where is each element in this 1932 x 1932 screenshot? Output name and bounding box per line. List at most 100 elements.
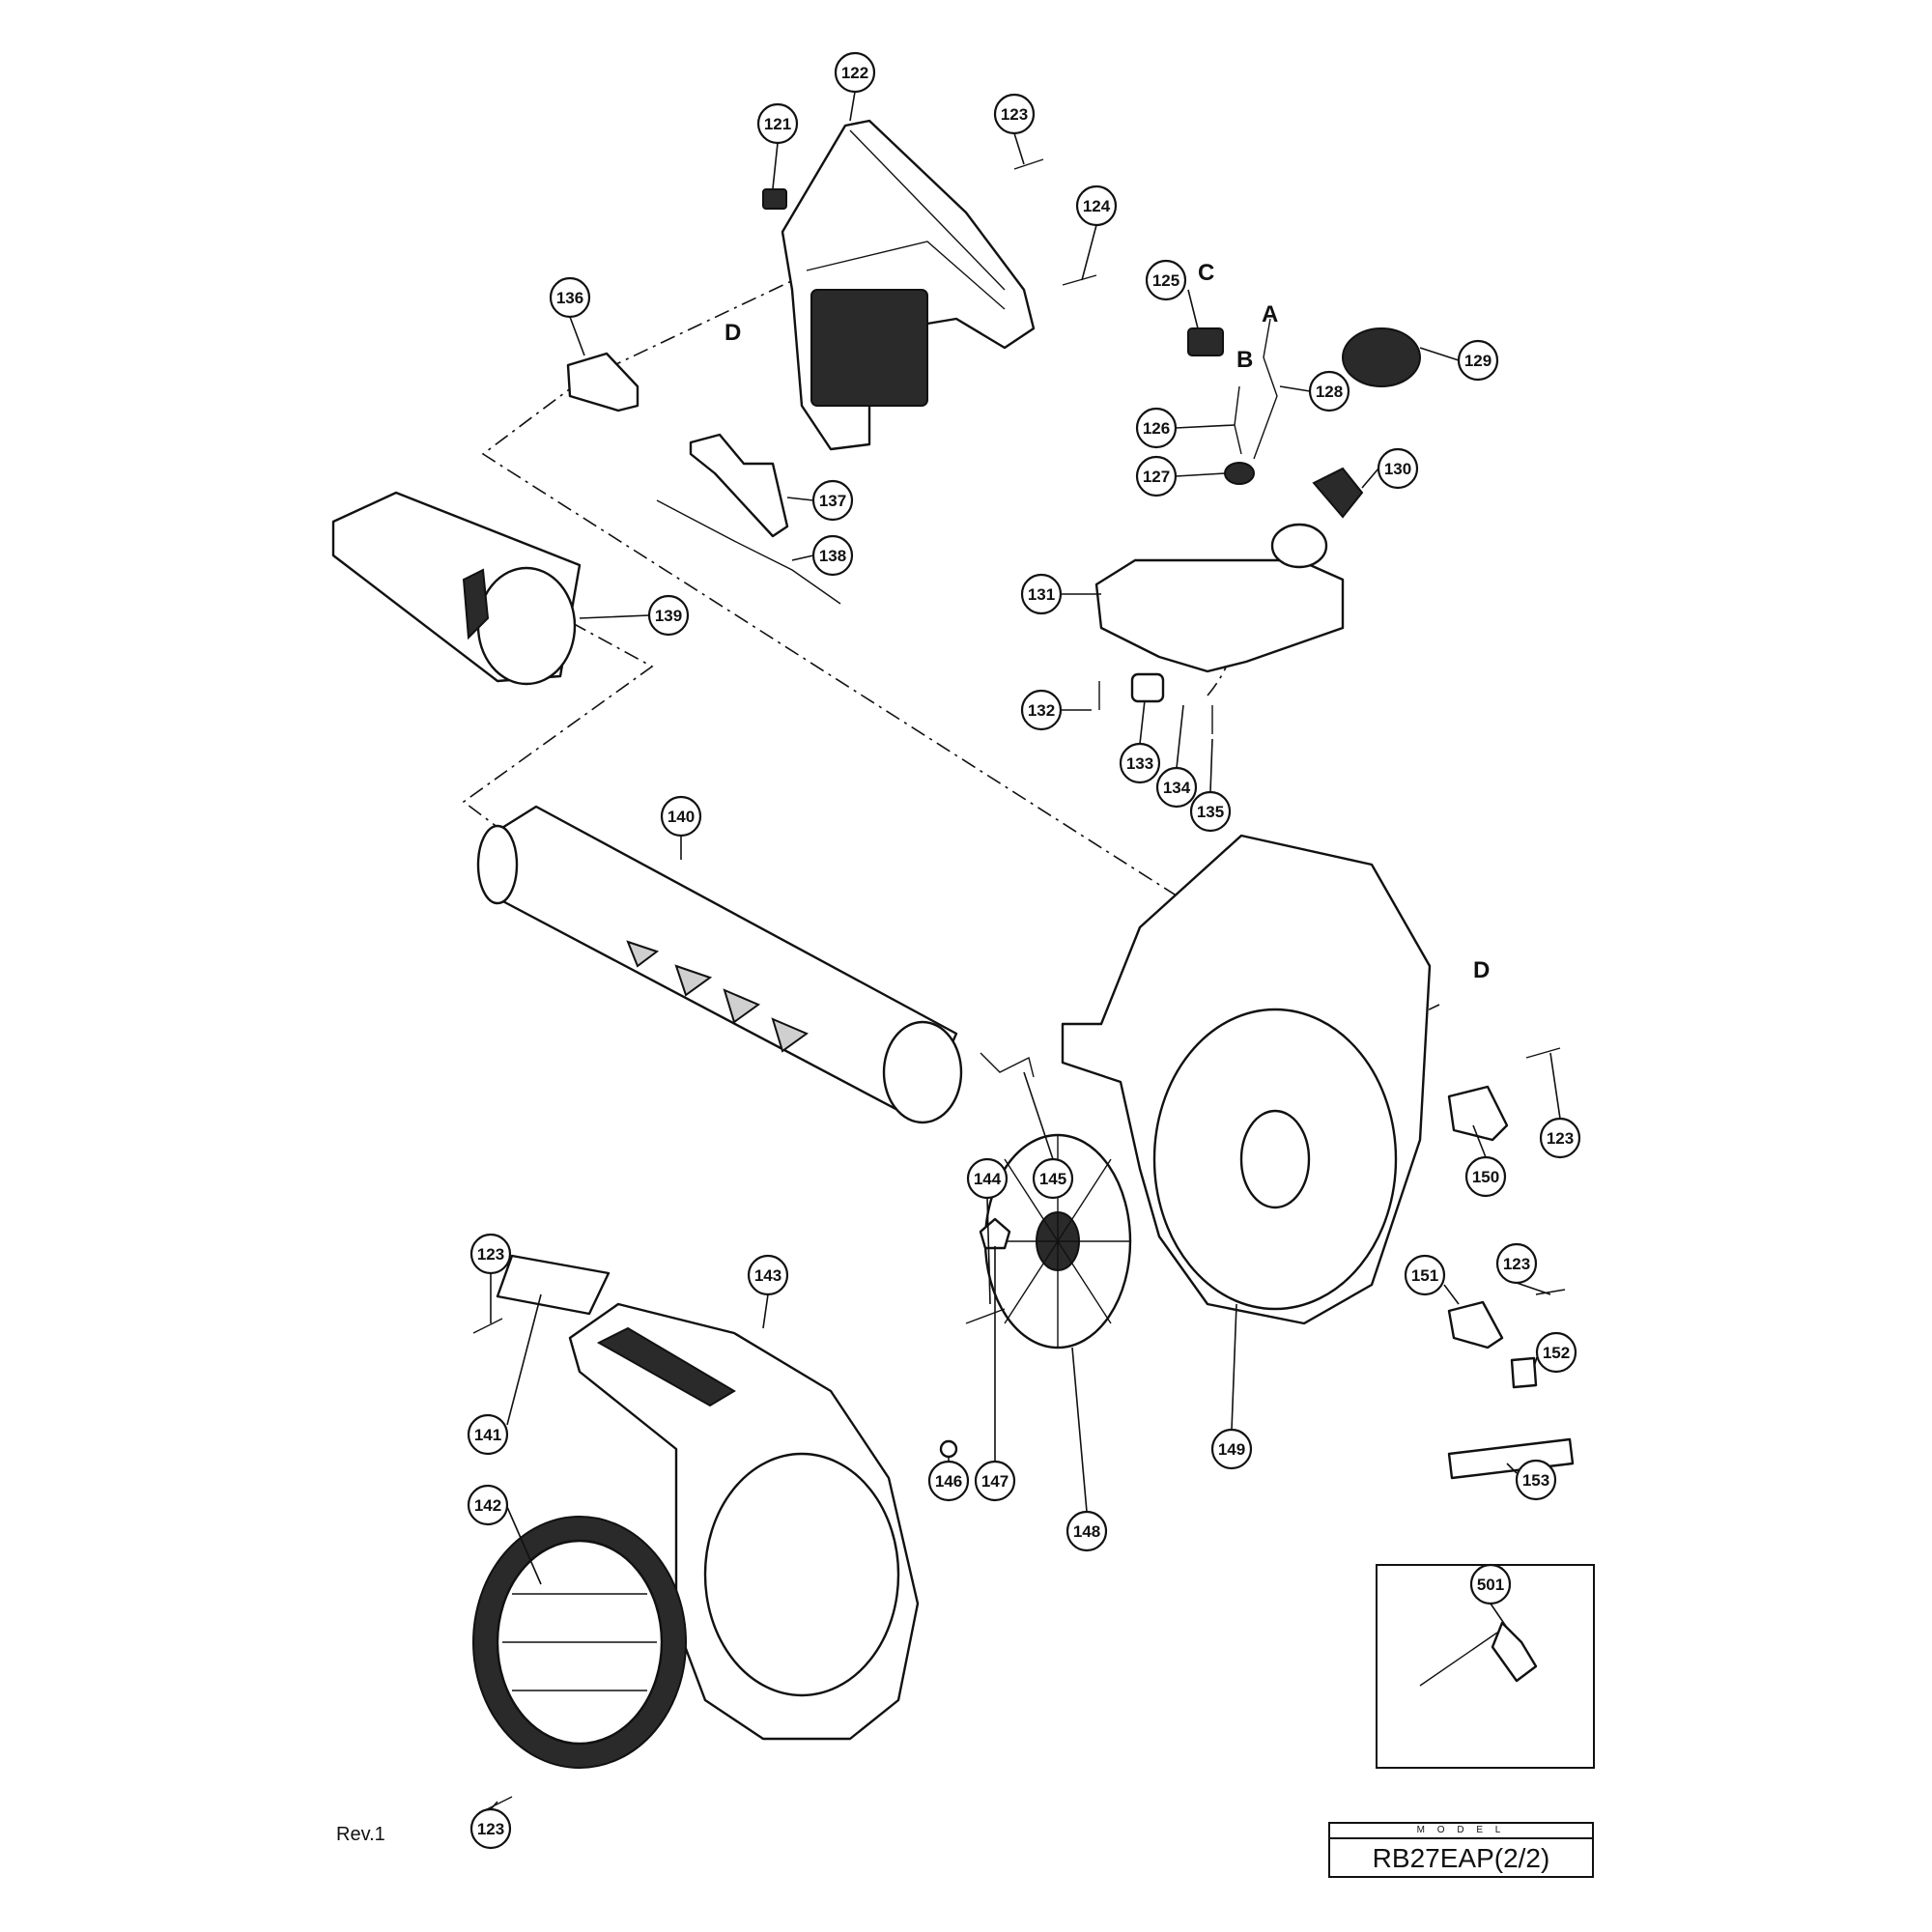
fuel-filter-part (1312, 467, 1364, 519)
callout-leader (506, 1506, 542, 1585)
callout-circle (1495, 1242, 1538, 1285)
callout-leader (490, 1801, 498, 1810)
callout-126: 126 (1135, 407, 1236, 449)
cushion-right-part (1447, 1085, 1509, 1142)
callout-leader (1279, 385, 1311, 392)
cushion-part (566, 352, 639, 412)
callout-circle (1020, 689, 1063, 731)
nut-part (939, 1439, 958, 1459)
callout-123: 123 (469, 1233, 512, 1323)
callout-141: 141 (467, 1293, 542, 1456)
callout-circle (1020, 573, 1063, 615)
callout-leader (1361, 468, 1379, 489)
callout-number: 123 (1001, 105, 1028, 124)
model-name: RB27EAP(2/2) (1372, 1843, 1550, 1873)
callout-leader (1443, 1284, 1460, 1305)
fan-case-part (1061, 834, 1432, 1325)
callout-leader (1472, 1124, 1487, 1158)
throttle-lever-part (689, 433, 789, 538)
callout-circle (1135, 455, 1178, 497)
callout-number: 151 (1411, 1266, 1438, 1285)
callout-circle (993, 93, 1036, 135)
callout-149: 149 (1210, 1303, 1253, 1470)
callout-137: 137 (786, 479, 854, 522)
revision-label: Rev.1 (336, 1824, 385, 1845)
blower-housing-part (568, 1302, 920, 1741)
callout-129: 129 (1419, 339, 1499, 382)
clip-part (980, 1052, 1035, 1078)
callout-leader (569, 316, 585, 356)
tank-grommet-part (1224, 462, 1255, 485)
callout-144: 144 (966, 1157, 1009, 1305)
label-part (496, 1254, 611, 1316)
callout-circle (1135, 407, 1178, 449)
cushion-lower-part (1447, 1300, 1504, 1350)
callout-circle (1065, 1510, 1108, 1552)
callout-circle (467, 1413, 509, 1456)
callout-number: 152 (1543, 1344, 1570, 1362)
callout-132: 132 (1020, 689, 1092, 731)
callout-leader (1139, 699, 1146, 745)
handle-housing-part (781, 119, 1036, 451)
callout-number: 135 (1197, 803, 1224, 821)
callout-leader (1071, 1347, 1088, 1513)
callout-leader (579, 614, 650, 619)
callout-circle (756, 102, 799, 145)
callout-circle (811, 479, 854, 522)
callout-circle (469, 1233, 512, 1275)
callout-circle (1515, 1459, 1557, 1501)
callout-123: 123 (1495, 1242, 1551, 1295)
callout-number: 136 (556, 289, 583, 307)
letter-a: A (1262, 301, 1278, 327)
callout-circle (966, 1157, 1009, 1200)
letter-d-right: D (1473, 957, 1490, 983)
callout-123: 123 (993, 93, 1036, 165)
callout-number: 501 (1477, 1576, 1504, 1594)
callout-number: 148 (1073, 1522, 1100, 1541)
callout-circle (1377, 447, 1419, 490)
callout-143: 143 (747, 1254, 789, 1329)
callout-number: 134 (1163, 779, 1191, 797)
callout-number: 142 (474, 1496, 501, 1515)
callout-circle (811, 534, 854, 577)
callout-125: 125 (1145, 259, 1199, 329)
callout-136: 136 (549, 276, 591, 356)
callout-number: 141 (474, 1426, 501, 1444)
callout-number: 122 (841, 64, 868, 82)
callout-135: 135 (1189, 738, 1232, 833)
callout-leader (1506, 1463, 1518, 1474)
callout-circle (1404, 1254, 1446, 1296)
callout-circle (549, 276, 591, 319)
callout-146: 146 (927, 1457, 970, 1502)
callout-leader (1419, 347, 1460, 361)
callout-leader (1081, 224, 1097, 281)
callout-leader (772, 142, 779, 189)
callout-number: 121 (764, 115, 791, 133)
callout-leader (1013, 132, 1025, 165)
callout-circle (1119, 742, 1161, 784)
callout-501: 501 (1469, 1563, 1512, 1629)
callout-123: 123 (1539, 1052, 1581, 1159)
callout-leader (1533, 1356, 1538, 1368)
callout-number: 143 (754, 1266, 781, 1285)
callout-circle (834, 51, 876, 94)
callout-circle (1189, 790, 1232, 833)
callout-124: 124 (1075, 185, 1118, 281)
callout-leader (849, 91, 856, 122)
callout-150: 150 (1464, 1124, 1507, 1198)
callout-circle (974, 1460, 1016, 1502)
callout-number: 123 (1547, 1129, 1574, 1148)
callout-number: 126 (1143, 419, 1170, 438)
letter-c: C (1198, 260, 1214, 286)
model-box: M O D E L RB27EAP(2/2) (1328, 1822, 1594, 1878)
callout-circle (469, 1807, 512, 1850)
callout-leader (506, 1293, 542, 1426)
callout-leader (1176, 704, 1184, 769)
callout-number: 137 (819, 492, 846, 510)
callout-leader (1187, 289, 1199, 329)
callout-circle (1075, 185, 1118, 227)
callout-circle (660, 795, 702, 838)
callout-122: 122 (834, 51, 876, 122)
damper-part (1130, 672, 1165, 703)
callout-123: 123 (469, 1801, 512, 1850)
